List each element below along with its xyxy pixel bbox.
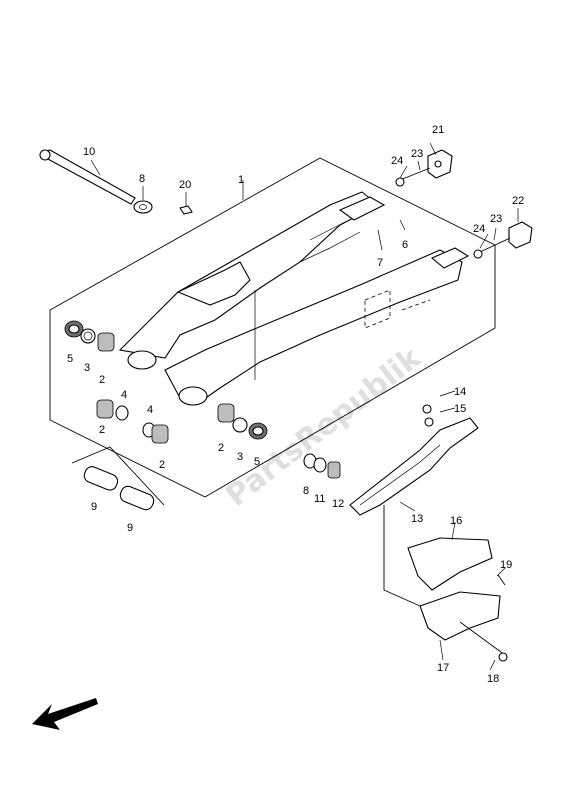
label-19: 19 bbox=[500, 559, 512, 571]
chain-guide-16-17 bbox=[383, 505, 508, 662]
label-23: 23 bbox=[411, 148, 423, 160]
label-21: 21 bbox=[432, 124, 444, 136]
label-2: 2 bbox=[99, 424, 105, 436]
chain-adjuster-22 bbox=[473, 221, 533, 259]
label-8: 8 bbox=[303, 485, 309, 497]
chain-slider-13 bbox=[349, 404, 479, 516]
screw-20 bbox=[179, 205, 193, 215]
label-11: 11 bbox=[314, 493, 325, 505]
label-24: 24 bbox=[391, 155, 403, 167]
front-direction-arrow bbox=[32, 698, 98, 730]
label-14: 14 bbox=[454, 386, 466, 398]
label-24: 24 bbox=[473, 223, 485, 235]
leader-lines bbox=[90, 142, 519, 671]
label-2: 2 bbox=[99, 374, 105, 386]
label-2: 2 bbox=[218, 442, 224, 454]
label-20: 20 bbox=[179, 179, 191, 191]
label-3: 3 bbox=[84, 362, 90, 374]
chain-adjuster-21 bbox=[395, 149, 453, 187]
pivot-shaft-10 bbox=[39, 149, 153, 214]
label-12: 12 bbox=[332, 498, 344, 510]
swingarm-body bbox=[118, 191, 470, 406]
bushing-9-set bbox=[71, 446, 165, 511]
label-13: 13 bbox=[411, 513, 423, 525]
label-5: 5 bbox=[254, 456, 260, 468]
label-9: 9 bbox=[127, 522, 133, 534]
label-2: 2 bbox=[159, 459, 165, 471]
label-17: 17 bbox=[437, 662, 449, 674]
label-1: 1 bbox=[238, 174, 244, 186]
label-6: 6 bbox=[402, 239, 408, 251]
label-18: 18 bbox=[487, 673, 499, 685]
label-9: 9 bbox=[91, 501, 97, 513]
label-4: 4 bbox=[121, 389, 127, 401]
part-number-labels: 1 2 2 2 2 3 3 4 4 5 5 6 7 8 8 9 9 10 11 … bbox=[67, 124, 524, 685]
label-5: 5 bbox=[67, 353, 73, 365]
label-3: 3 bbox=[237, 451, 243, 463]
left-bearing-set bbox=[64, 320, 268, 444]
spacer-set-8-11-12 bbox=[303, 453, 341, 479]
label-4: 4 bbox=[147, 404, 153, 416]
label-10: 10 bbox=[83, 146, 95, 158]
swingarm-outline-box bbox=[49, 157, 496, 498]
label-23: 23 bbox=[490, 213, 502, 225]
label-16: 16 bbox=[450, 515, 462, 527]
label-15: 15 bbox=[454, 403, 466, 415]
label-8: 8 bbox=[139, 173, 145, 185]
label-7: 7 bbox=[377, 257, 383, 269]
label-22: 22 bbox=[512, 195, 524, 207]
